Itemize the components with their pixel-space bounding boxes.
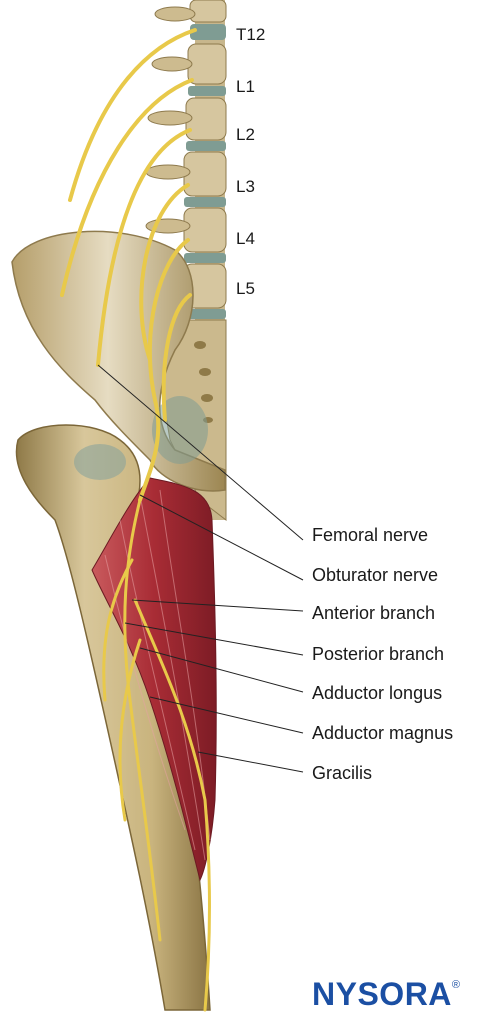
label-posterior-branch: Posterior branch — [312, 644, 445, 664]
label-t12: T12 — [236, 25, 266, 44]
registered-mark: ® — [451, 979, 461, 991]
label-obturator-nerve: Obturator nerve — [312, 565, 439, 585]
femur — [15, 424, 211, 1011]
leader-lines — [97, 364, 304, 773]
nysora-logo: NYSORA® — [312, 978, 461, 1010]
label-l5: L5 — [236, 279, 255, 298]
label-adductor-longus: Adductor longus — [312, 683, 443, 703]
logo-text: NYSORA — [312, 976, 452, 1012]
label-l3: L3 — [236, 177, 255, 196]
nerves — [60, 28, 212, 1012]
label-l4: L4 — [236, 229, 255, 248]
label-gracilis: Gracilis — [312, 763, 373, 783]
label-femoral-nerve: Femoral nerve — [312, 525, 429, 545]
label-l2: L2 — [236, 125, 255, 144]
label-anterior-branch: Anterior branch — [312, 603, 436, 623]
label-adductor-magnus: Adductor magnus — [312, 723, 454, 743]
label-l1: L1 — [236, 77, 255, 96]
